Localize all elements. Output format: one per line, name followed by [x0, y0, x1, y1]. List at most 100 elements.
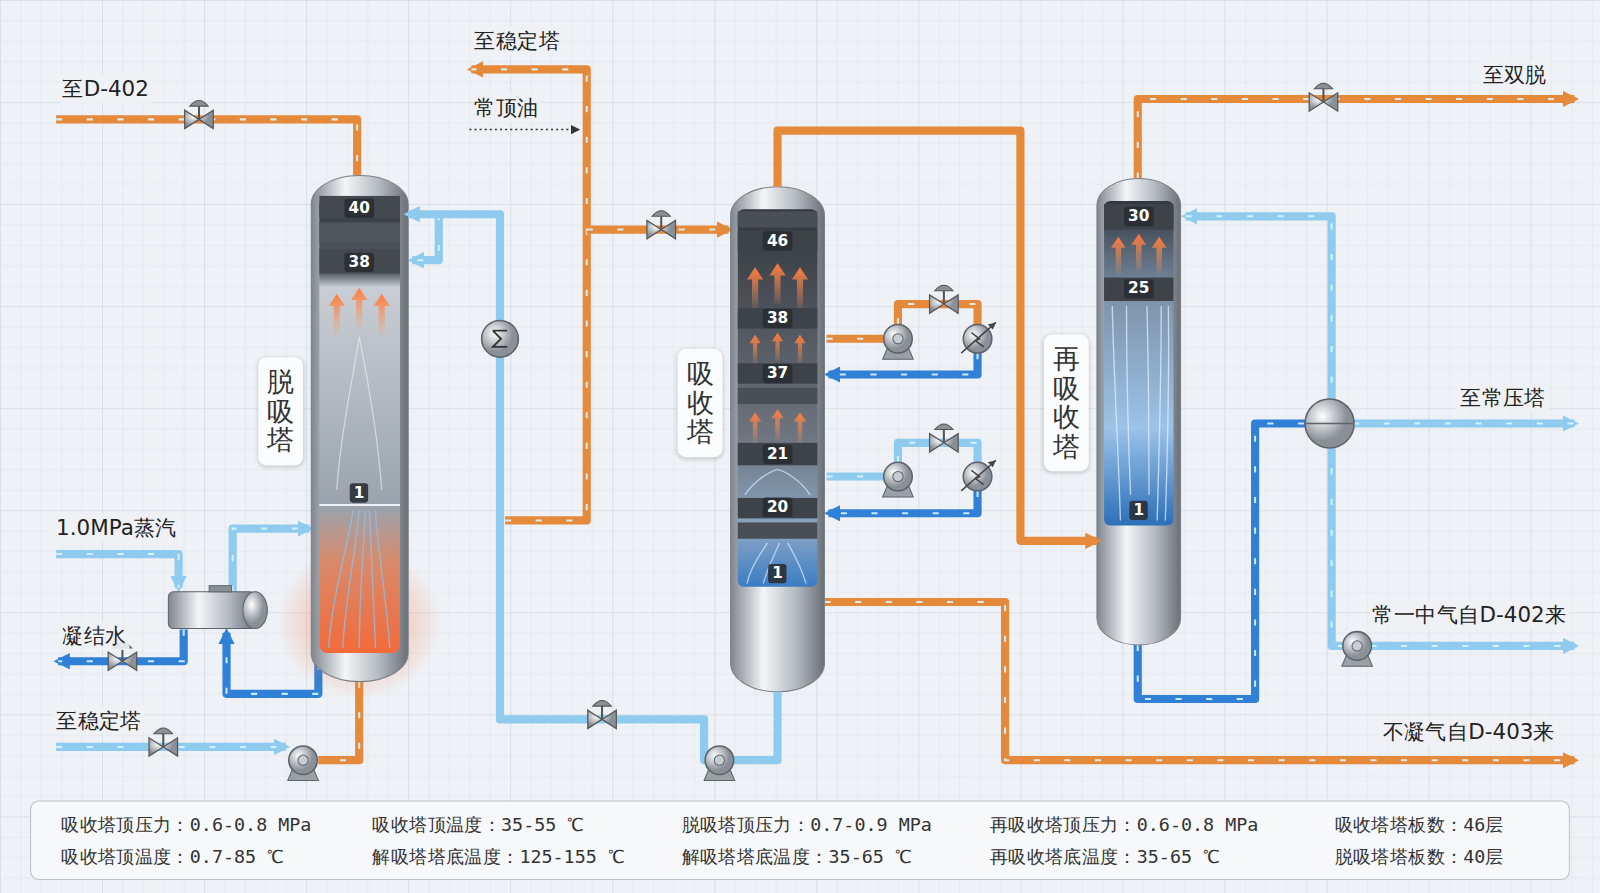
process-pipe	[827, 472, 884, 480]
absorber-column	[771, 409, 783, 440]
desorber-column	[373, 294, 389, 335]
spec-cell: 再吸收塔底温度：35-65 ℃	[990, 845, 1221, 869]
process-connector	[778, 131, 1097, 541]
absorber-column	[749, 335, 760, 364]
desorber-column	[319, 249, 400, 273]
absorber-column	[772, 333, 783, 362]
absorber-column	[738, 498, 818, 518]
tray-number: 21	[763, 445, 792, 464]
desorber-column	[319, 196, 400, 218]
summing-exchanger	[493, 331, 507, 347]
dotted-feed-line	[469, 129, 577, 131]
control-valve	[185, 101, 214, 129]
absorber-column	[738, 443, 818, 465]
pump-symbol	[288, 324, 1373, 780]
stream-label: 1.0MPa蒸汽	[53, 513, 180, 542]
spec-cell: 脱吸塔塔板数：40层	[1335, 845, 1504, 869]
desorber-column	[329, 510, 390, 648]
heat-exchanger	[1306, 423, 1353, 425]
process-pipe	[1138, 99, 1575, 179]
tray-number: 30	[1124, 207, 1153, 226]
spec-cell: 吸收塔顶温度：35-55 ℃	[372, 812, 584, 836]
info-panel	[31, 801, 1570, 880]
pump-symbol	[883, 324, 914, 359]
tray-number: 37	[763, 364, 792, 383]
tray-number: 40	[344, 199, 373, 218]
column-label: 再吸收塔	[1044, 334, 1089, 471]
reabsorber-column	[1111, 237, 1126, 274]
process-pipe	[56, 69, 1574, 760]
summing-exchanger	[482, 320, 519, 357]
reboiler	[168, 592, 255, 629]
absorber-column	[794, 335, 805, 364]
reabsorber-column	[1104, 278, 1173, 301]
tray-number: 25	[1124, 279, 1153, 298]
control-valve	[930, 285, 959, 313]
process-pipe	[56, 554, 178, 588]
desorber-column	[319, 196, 400, 653]
stream-label: 至常压塔	[1457, 384, 1549, 413]
tray-number: 20	[763, 498, 792, 517]
process-pipe	[827, 335, 884, 343]
process-pipe	[1138, 99, 1575, 179]
pump-symbol	[1342, 632, 1373, 667]
absorber-column	[738, 308, 818, 328]
absorber-column	[731, 187, 825, 692]
reboiler	[243, 592, 267, 629]
column-node: 再吸收塔	[1097, 179, 1181, 645]
absorber-column	[769, 263, 785, 304]
column-node: 脱吸塔	[311, 176, 408, 682]
heat-exchanger	[961, 322, 996, 353]
process-pipe	[56, 119, 357, 175]
heat-exchanger	[1305, 399, 1354, 448]
spec-cell: 吸收塔塔板数：46层	[1335, 812, 1504, 836]
stream-label: 至稳定塔	[53, 706, 145, 735]
absorber-column	[792, 267, 808, 308]
process-pipe	[471, 69, 586, 520]
reabsorber-column	[1112, 306, 1168, 520]
reabsorber-column	[1131, 234, 1146, 271]
reabsorber-column	[1152, 237, 1167, 274]
absorber-column	[749, 412, 761, 443]
pump-symbol	[288, 746, 319, 781]
control-valve	[647, 211, 676, 239]
process-pipe	[1370, 645, 1574, 647]
heat-exchanger	[961, 460, 996, 491]
tray-number: 38	[344, 253, 373, 272]
control-valve	[149, 728, 178, 756]
control-valve	[588, 701, 617, 729]
desorber-column	[351, 288, 367, 329]
reboiler	[168, 586, 267, 629]
process-pipe	[412, 214, 439, 260]
tray-number: 1	[350, 483, 369, 502]
desorber-column	[337, 337, 382, 490]
reabsorber-column	[1104, 201, 1173, 525]
absorber-column	[731, 187, 825, 692]
absorber-column	[738, 211, 818, 227]
pump-symbol	[704, 746, 735, 781]
spec-cell: 解吸塔塔底温度：125-155 ℃	[372, 845, 625, 869]
absorber-column	[738, 522, 818, 538]
absorber-column	[738, 231, 818, 251]
control-valve	[108, 83, 1338, 756]
process-pipe	[1353, 419, 1574, 427]
stream-label: 常顶油	[471, 94, 541, 123]
absorber-column	[794, 412, 806, 443]
column-label: 脱吸塔	[258, 357, 303, 465]
process-pipe	[1370, 642, 1574, 650]
spec-cell: 吸收塔顶压力：0.6-0.8 MPa	[61, 812, 311, 836]
reabsorber-column	[1097, 179, 1181, 645]
desorber-column	[311, 176, 408, 682]
absorber-column	[745, 469, 810, 583]
desorber-column	[319, 222, 400, 242]
process-pipe	[827, 476, 884, 478]
process-pipe	[56, 554, 178, 588]
absorber-column	[747, 267, 763, 308]
desorber-column	[319, 504, 400, 506]
reabsorber-column	[1097, 179, 1181, 645]
absorber-column	[738, 363, 818, 383]
process-connector	[408, 214, 777, 760]
